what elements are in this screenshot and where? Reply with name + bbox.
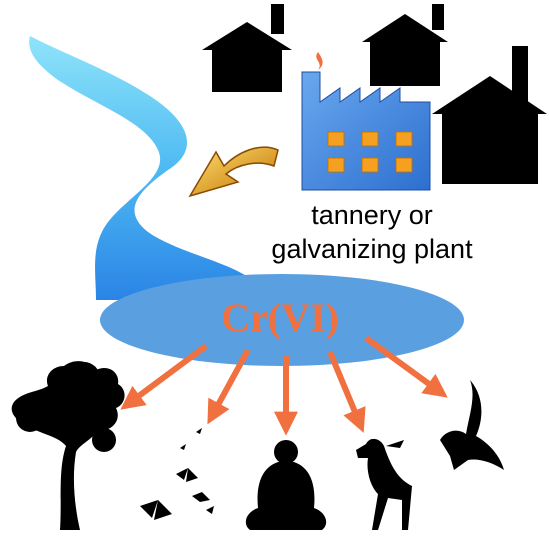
plant-label-line1: tannery or	[311, 200, 433, 230]
house-icon	[432, 46, 547, 184]
curved-arrow-icon	[188, 146, 279, 198]
arrow-to-butterflies	[207, 348, 251, 425]
smoke-icon	[316, 52, 323, 70]
river	[29, 36, 260, 300]
factory-icon	[301, 52, 431, 191]
bird-icon	[440, 380, 504, 470]
plant-label-line2: galvanizing plant	[271, 234, 473, 264]
house-icon	[362, 4, 448, 86]
arrow-to-bird	[364, 335, 448, 398]
arrow-to-deer	[327, 350, 366, 433]
butterflies-icon	[140, 428, 214, 520]
pollutant-label: Cr(VI)	[221, 295, 339, 340]
house-icon	[202, 4, 292, 92]
arrow-to-tree	[120, 343, 208, 410]
plant-label: tannery or galvanizing plant	[262, 198, 482, 266]
buddha-icon	[245, 440, 327, 530]
deer-icon	[356, 438, 412, 530]
tree-icon	[11, 361, 125, 530]
